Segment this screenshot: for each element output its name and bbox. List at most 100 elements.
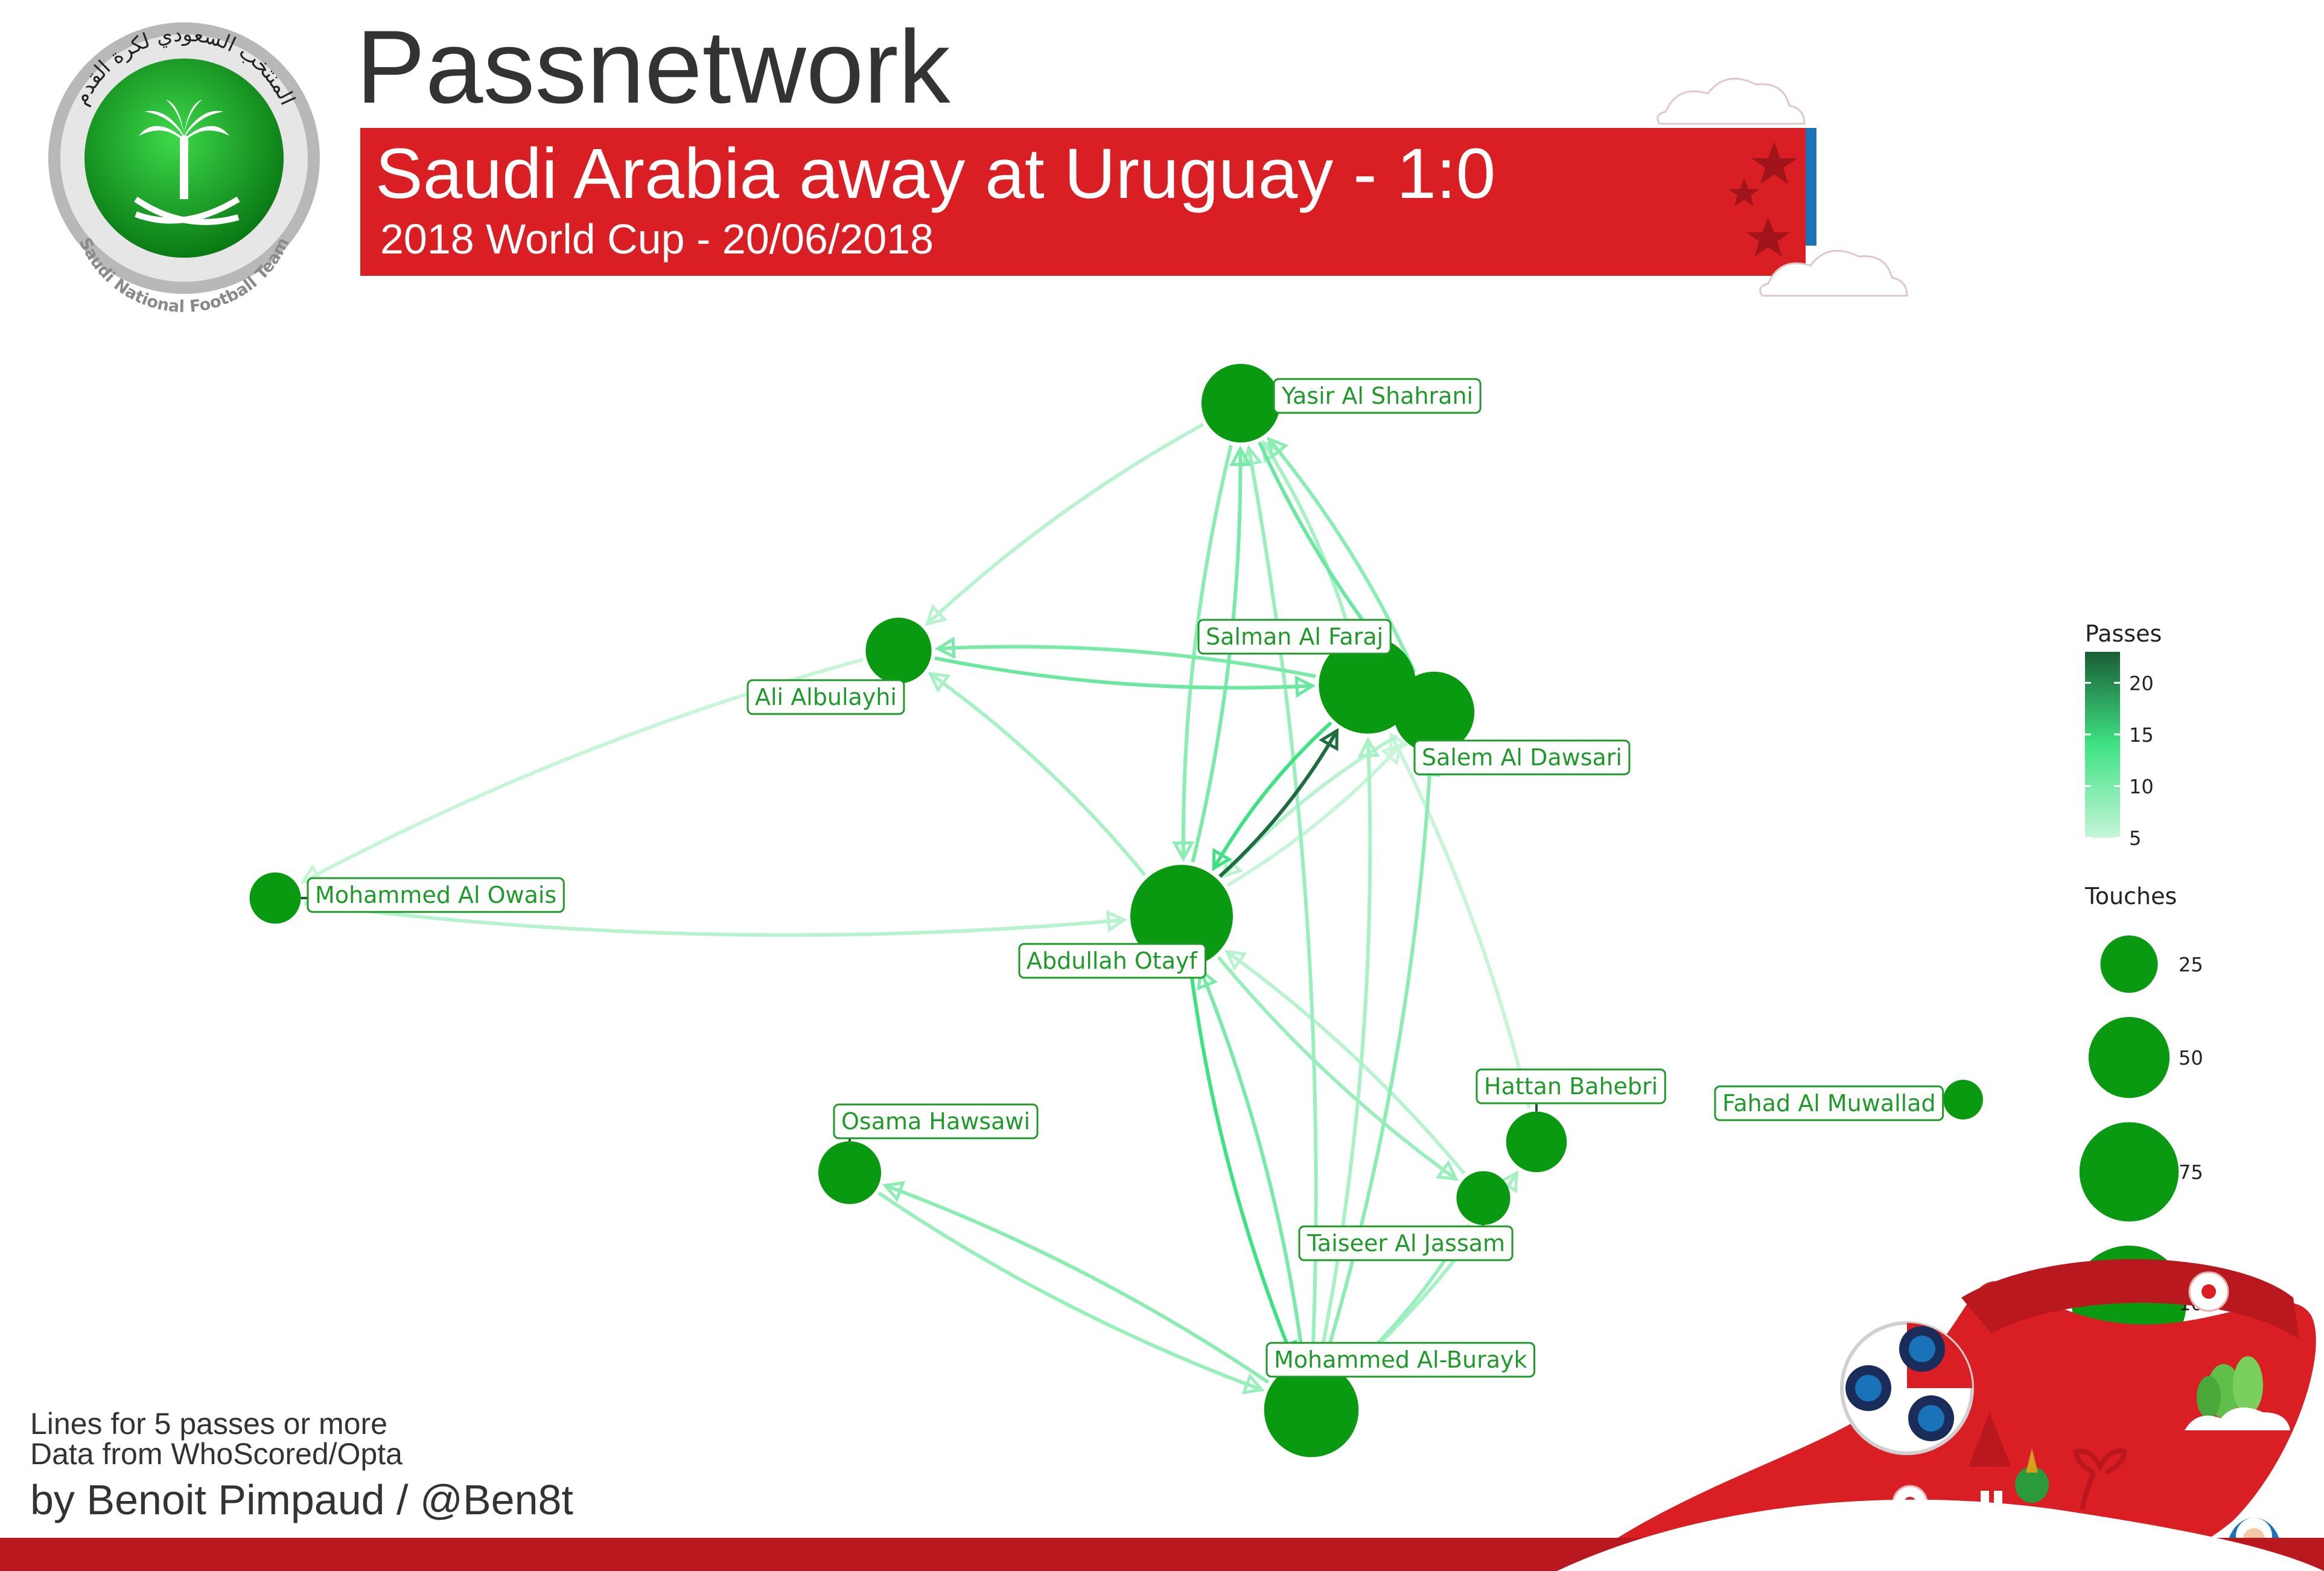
pass-edge	[1389, 731, 1531, 1109]
legend-touches-circle	[2079, 1122, 2179, 1222]
pass-edge	[1318, 736, 1380, 1360]
player-name: Hattan Bahebri	[1484, 1073, 1658, 1100]
player-label: Mohammed Al-Burayk	[1265, 1342, 1535, 1378]
bottom-wave	[1557, 1499, 2324, 1571]
pass-edge	[304, 901, 1128, 937]
pass-edge	[1323, 756, 1441, 1362]
player-node	[1393, 671, 1475, 753]
pass-arrowhead	[1172, 841, 1195, 862]
player-name: Abdullah Otayf	[1027, 948, 1198, 974]
player-label: Taiseer Al Jassam	[1298, 1225, 1514, 1261]
player-node	[1264, 1362, 1359, 1458]
player-label-box	[1018, 943, 1206, 979]
pass-edge	[1191, 445, 1252, 863]
player-node	[1201, 363, 1281, 443]
pass-edge	[1172, 445, 1233, 862]
player-node	[1319, 636, 1416, 734]
legend-touches-circle	[2100, 935, 2158, 993]
pass-arrowhead	[1319, 728, 1339, 751]
footnote-threshold: Lines for 5 passes or more	[30, 1407, 387, 1441]
legend-passes: Passes 20 15 10 5	[2085, 620, 2162, 850]
pass-arrowhead	[1229, 445, 1252, 467]
legend-passes-title: Passes	[2085, 620, 2162, 647]
legend-passes-tick: 10	[2129, 775, 2154, 798]
pass-arrowhead	[1381, 742, 1403, 766]
pass-arrowhead	[1241, 1373, 1265, 1395]
pass-edge	[1218, 728, 1339, 878]
player-label: Mohammed Al Owais	[307, 877, 565, 913]
legend-passes-tick: 15	[2129, 724, 2154, 747]
banner-decoration	[1657, 77, 1908, 297]
pass-edge	[1189, 970, 1297, 1363]
player-node	[1943, 1080, 1983, 1120]
player-name: Salem Al Dawsari	[1422, 744, 1622, 771]
banner-background	[360, 128, 1806, 276]
banner-blue-stripe	[1806, 128, 1816, 246]
player-name: Taiseer Al Jassam	[1307, 1230, 1505, 1257]
player-label: Ali Albulayhi	[747, 679, 905, 715]
player-label: Fahad Al Muwallad	[1714, 1085, 1944, 1121]
pass-arrowhead	[934, 636, 956, 659]
pass-edge	[925, 422, 1205, 626]
world-cup-decoration	[1569, 1259, 2316, 1571]
player-node	[1130, 865, 1233, 967]
player-name: Yasir Al Shahrani	[1281, 383, 1473, 409]
pass-arrowhead	[1435, 1159, 1459, 1181]
pass-edge	[934, 656, 1316, 698]
player-label: Salem Al Dawsari	[1413, 739, 1631, 776]
player-label-box	[1413, 739, 1631, 776]
pass-edge	[934, 636, 1316, 678]
player-name: Mohammed Al-Burayk	[1274, 1346, 1527, 1373]
legend-passes-tick: 20	[2129, 672, 2154, 695]
author-credit: by Benoit Pimpaud / @Ben8t	[30, 1476, 573, 1523]
player-nodes	[249, 363, 1983, 1458]
player-node	[865, 617, 932, 684]
pass-arrowhead	[1267, 436, 1289, 460]
competition-date: 2018 World Cup - 20/06/2018	[380, 215, 934, 263]
pass-arrowhead	[1224, 949, 1247, 971]
match-banner: Saudi Arabia away at Uruguay - 1:0 2018 …	[360, 77, 1908, 297]
pass-edge	[1212, 721, 1332, 872]
pass-arrowhead	[1106, 910, 1128, 933]
pass-arrowhead	[1357, 736, 1380, 758]
pass-edge	[1226, 742, 1403, 887]
pass-edge	[1224, 949, 1466, 1175]
pass-arrowhead	[1197, 967, 1218, 991]
match-subtitle: Saudi Arabia away at Uruguay - 1:0	[375, 134, 1495, 214]
player-node	[1456, 1171, 1511, 1225]
footnote-source: Data from WhoScored/Opta	[30, 1437, 403, 1471]
player-name: Mohammed Al Owais	[315, 882, 556, 908]
player-label: Hattan Bahebri	[1476, 1068, 1666, 1104]
pass-edge	[1267, 436, 1416, 673]
pass-arrowhead	[1389, 731, 1409, 756]
player-node	[818, 1141, 882, 1205]
player-label: Salman Al Faraj	[1197, 619, 1392, 655]
legend-touches-label: 75	[2179, 1161, 2203, 1184]
trees-icon	[2185, 1356, 2290, 1430]
pass-edge	[1262, 439, 1352, 636]
pass-edges	[300, 422, 1531, 1395]
pass-edge	[1197, 967, 1305, 1360]
pass-arrowhead	[928, 672, 951, 693]
player-label: Osama Hawsawi	[833, 1103, 1039, 1139]
player-label-box	[1714, 1085, 1944, 1121]
player-label-box	[1265, 1342, 1535, 1378]
legend-passes-colorbar	[2085, 652, 2120, 838]
player-label-box	[307, 877, 565, 913]
player-label-box	[1298, 1225, 1514, 1261]
player-label-box	[1197, 619, 1392, 655]
pass-arrowhead	[1498, 1170, 1519, 1194]
pass-edge	[882, 1181, 1270, 1384]
pass-arrowhead	[1212, 848, 1232, 872]
saudi-federation-logo: المنتخب السعودي لكرة القدم Saudi Nationa…	[48, 22, 320, 316]
legend-touches-circle	[2088, 1017, 2170, 1098]
player-label-box	[1273, 378, 1482, 414]
legend-touches-title: Touches	[2084, 883, 2177, 910]
player-label: Abdullah Otayf	[1018, 943, 1206, 979]
legend-passes-tick: 5	[2129, 827, 2141, 850]
player-label-box	[1476, 1068, 1666, 1104]
player-label-box	[747, 679, 905, 715]
page-title: Passnetwork	[356, 9, 951, 125]
